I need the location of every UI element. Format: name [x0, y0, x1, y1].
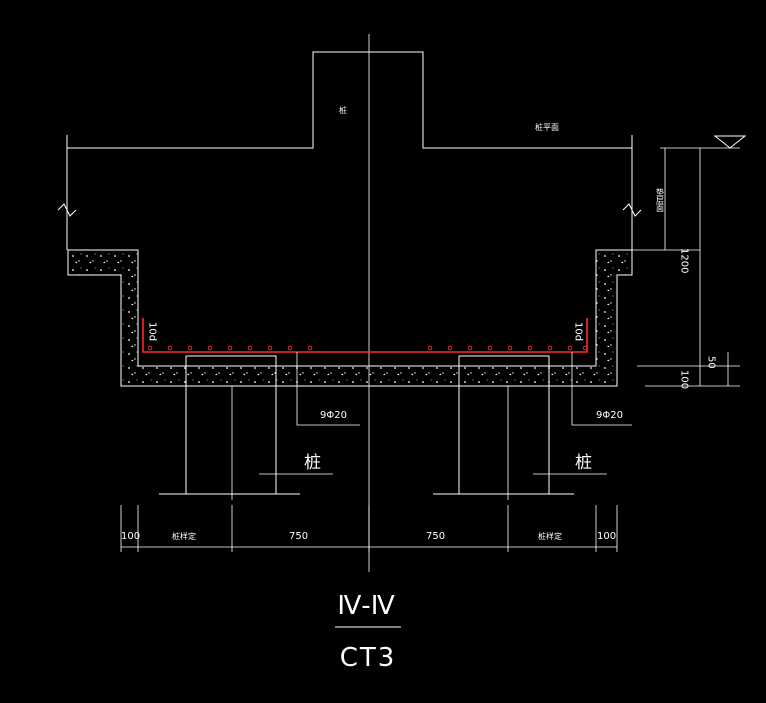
rebar-leader-left	[296, 352, 360, 426]
cushion-label: 垫层面	[656, 187, 665, 213]
rebar-dot	[307, 345, 313, 351]
dim-ticks-bottom	[120, 505, 618, 552]
rebar-label-right: 9Φ20	[596, 410, 623, 421]
left-break-symbol	[57, 203, 77, 217]
column-outline	[67, 51, 632, 149]
rebar-dot	[567, 345, 573, 351]
dim-pile-right: 桩样定	[538, 531, 562, 541]
rebar-dot	[207, 345, 213, 351]
rebar-dot	[547, 345, 553, 351]
dim-pile-left: 桩样定	[172, 531, 196, 541]
rebar-dot	[227, 345, 233, 351]
rebar-dot	[487, 345, 493, 351]
rebar-dot	[582, 345, 588, 351]
rebar-dot	[467, 345, 473, 351]
anchor-label-right: 10d	[573, 322, 584, 341]
anchor-label-left: 10d	[147, 322, 158, 341]
dim-750-left: 750	[289, 531, 308, 542]
dim-50: 50	[706, 356, 717, 369]
right-break-symbol	[622, 203, 642, 217]
bottom-rebar	[142, 318, 588, 353]
rebar-dot	[147, 345, 153, 351]
rebar-dot	[507, 345, 513, 351]
rebar-dots	[147, 345, 588, 351]
pile-label-left: 桩	[304, 453, 321, 473]
dim-100-right-side: 100	[679, 370, 690, 389]
column-label: 桩	[339, 105, 348, 115]
rebar-dot	[167, 345, 173, 351]
cap-inner-outline	[137, 250, 597, 367]
elevation-marker-icon	[713, 135, 747, 149]
rebar-leader-right	[571, 352, 632, 426]
dim-100-right: 100	[597, 531, 616, 542]
dim-100-left: 100	[121, 531, 140, 542]
rebar-dot	[527, 345, 533, 351]
rebar-dot	[267, 345, 273, 351]
pile-label-right: 桩	[575, 453, 592, 473]
section-ref: CT3	[340, 643, 397, 673]
rebar-dot	[427, 345, 433, 351]
rebar-label-left: 9Φ20	[320, 410, 347, 421]
rebar-dot	[247, 345, 253, 351]
dim-1200: 1200	[679, 248, 690, 273]
top-level-label: 桩平面	[535, 122, 559, 132]
rebar-dot	[287, 345, 293, 351]
rebar-dot	[447, 345, 453, 351]
dim-750-right: 750	[426, 531, 445, 542]
section-title: Ⅳ-Ⅳ	[337, 591, 394, 621]
rebar-dot	[187, 345, 193, 351]
